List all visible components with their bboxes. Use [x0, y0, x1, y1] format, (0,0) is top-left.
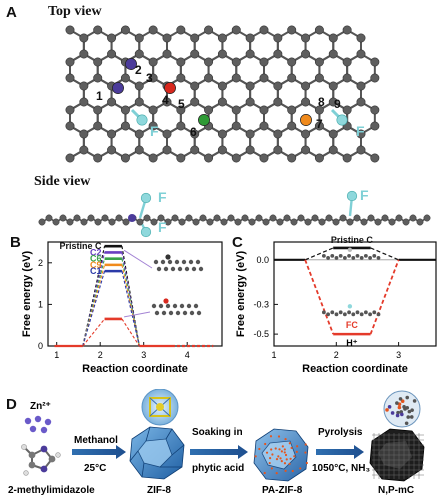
chart-c-molecule-insets [321, 247, 381, 317]
np-mc-texture [372, 433, 424, 479]
chart-b-series-3-rise [82, 264, 106, 347]
arrow-step3 [316, 445, 364, 459]
precursor-label: 2-methylimidazole [8, 485, 95, 496]
chart-b-molecule-insets [123, 249, 204, 318]
lattice-bonds [69, 29, 376, 159]
side-fluorine-label-1: F [158, 189, 167, 205]
zif8-label: ZIF-8 [147, 485, 171, 496]
chart-b-series-5-fall [121, 318, 140, 347]
chart-b-series-4-rise [82, 270, 106, 347]
chart-c-series-1-rise [304, 259, 335, 335]
atom-number-1: 1 [96, 89, 103, 103]
atom-number-5: 5 [178, 97, 185, 111]
atom-number-8: 8 [318, 95, 325, 109]
chart-b-xlabel: Reaction coordinate [82, 363, 188, 375]
chart-b-series-0-fall [121, 246, 140, 347]
chart-b-series-label: C1 [90, 266, 102, 276]
chart-c-series-label: FC [346, 320, 358, 330]
chart-b-ytick-label: 0 [38, 341, 43, 351]
chart-c-ytick-label: -0.5 [253, 329, 269, 339]
chart-b-series-5-rise [82, 318, 105, 347]
chart-c-xtick-label: 1 [271, 350, 276, 360]
arrow-step1 [72, 445, 126, 459]
atom-number-2: 2 [135, 63, 142, 77]
np-mc-label: N,P-mC [378, 485, 414, 496]
pa-zif8-crystal [253, 428, 309, 482]
chart-b-xtick-label: 2 [98, 350, 103, 360]
atom-number-6: 6 [190, 125, 197, 139]
chart-c-series-0-fall [370, 247, 399, 261]
zif8-framework-inset [141, 389, 179, 426]
zif8-crystal [129, 426, 185, 480]
atom-number-4: 4 [162, 93, 169, 107]
chart-c-xlabel: Reaction coordinate [302, 363, 408, 375]
atom-number-7: 7 [316, 117, 323, 131]
side-fluorine-label-2: F [158, 219, 167, 235]
chart-c-frame [273, 241, 437, 347]
atom-number-9: 9 [334, 97, 341, 111]
chart-b-xtick-label: 4 [185, 350, 190, 360]
chart-c-ylabel: Free energy (eV) [235, 251, 247, 338]
chart-b-ytick-label: 2 [38, 258, 43, 268]
side-view-title: Side view [34, 174, 91, 189]
panel-a-label: A [6, 4, 17, 21]
chart-b-series-3-fall [121, 264, 140, 347]
chart-c-series-label: Pristine C [331, 235, 374, 245]
chart-c-series-1-fall [369, 259, 400, 335]
phytic-acid-dots [254, 435, 308, 475]
zn-ions [24, 415, 52, 434]
chart-b-xtick-label: 1 [54, 350, 59, 360]
methylimidazole-atoms [21, 444, 61, 476]
top-view-title: Top view [48, 4, 102, 19]
np-mc-inset [383, 390, 421, 428]
step2-bottom-label: phytic acid [192, 463, 244, 474]
step3-bottom-label: 1050°C, NH₃ [312, 463, 370, 474]
panel-c-label: C [232, 234, 243, 251]
lattice-atoms [65, 25, 380, 163]
side-atoms [38, 190, 431, 238]
step1-temperature-label: 25°C [84, 463, 106, 474]
chart-c-series-0-rise [304, 247, 334, 261]
arrow-step2 [190, 445, 248, 459]
step1-solvent-label: Methanol [74, 435, 118, 446]
chart-b-series-label: Pristine C [60, 241, 103, 251]
chart-b-series-4-fall [121, 270, 140, 347]
fluorine-label-2: F [356, 123, 365, 139]
chart-b-series-label: C9 [90, 260, 102, 270]
synthesis-scheme: Zn²⁺ 2-methylimidazole Methanol 25°C [8, 389, 425, 496]
chart-c-xtick-label: 3 [396, 350, 401, 360]
zn-ion-label: Zn²⁺ [30, 401, 51, 412]
chart-b-xtick-label: 3 [141, 350, 146, 360]
panel-b-label: B [10, 234, 21, 251]
step3-top-label: Pyrolysis [318, 427, 363, 438]
chart-b-frame [47, 241, 223, 347]
fluorine-label-1: F [150, 123, 159, 139]
step2-top-label: Soaking in [192, 427, 243, 438]
chart-c-xtick-label: 2 [334, 350, 339, 360]
pa-zif8-label: PA-ZIF-8 [262, 485, 303, 496]
chart-c-ytick-label: -0.3 [253, 299, 269, 309]
chart-b-ytick-label: 1 [38, 299, 43, 309]
doped-atoms [112, 58, 348, 126]
chart-b-series-label: C6 [90, 254, 102, 264]
np-mc-inset-atoms [385, 395, 417, 426]
side-bonds [41, 195, 428, 233]
chart-c-annotation: H⁺ [346, 338, 357, 348]
methylimidazole-molecule [23, 446, 53, 470]
chart-b-series-label: C2 [90, 247, 102, 257]
side-view-lattice: F F F [38, 188, 431, 238]
chart-b-ylabel: Free energy (eV) [21, 251, 33, 338]
panel-d-label: D [6, 396, 17, 413]
atom-number-3: 3 [146, 71, 153, 85]
chart-c-ytick-label: 0.0 [256, 255, 269, 265]
chart-b-series-1-fall [121, 252, 140, 347]
side-fluorine-label-3: F [360, 188, 369, 203]
